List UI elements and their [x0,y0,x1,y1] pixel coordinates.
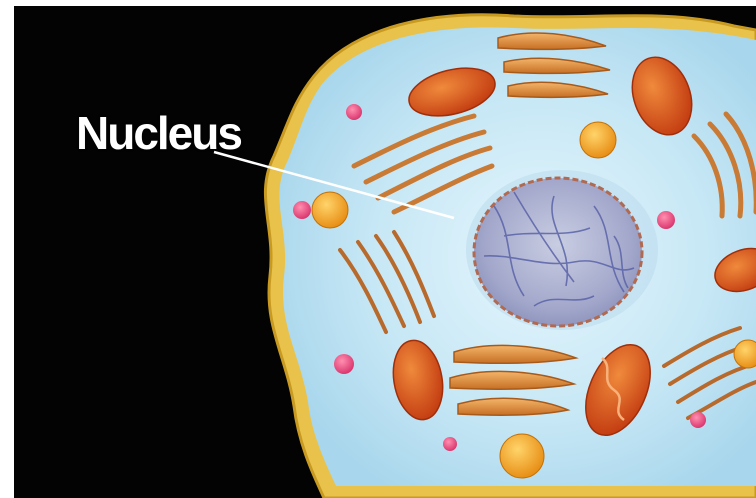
vesicle-icon [312,192,348,228]
nucleus-label: Nucleus [76,110,241,156]
cell-diagram-svg [14,6,756,498]
vesicle-icon [580,122,616,158]
lysosome-icon [690,412,706,428]
vesicle-icon [500,434,544,478]
lysosome-icon [443,437,457,451]
lysosome-icon [657,211,675,229]
nucleus-icon [466,170,658,330]
lysosome-icon [334,354,354,374]
lysosome-icon [293,201,311,219]
cell-illustration: Nucleus [14,6,756,498]
lysosome-icon [346,104,362,120]
